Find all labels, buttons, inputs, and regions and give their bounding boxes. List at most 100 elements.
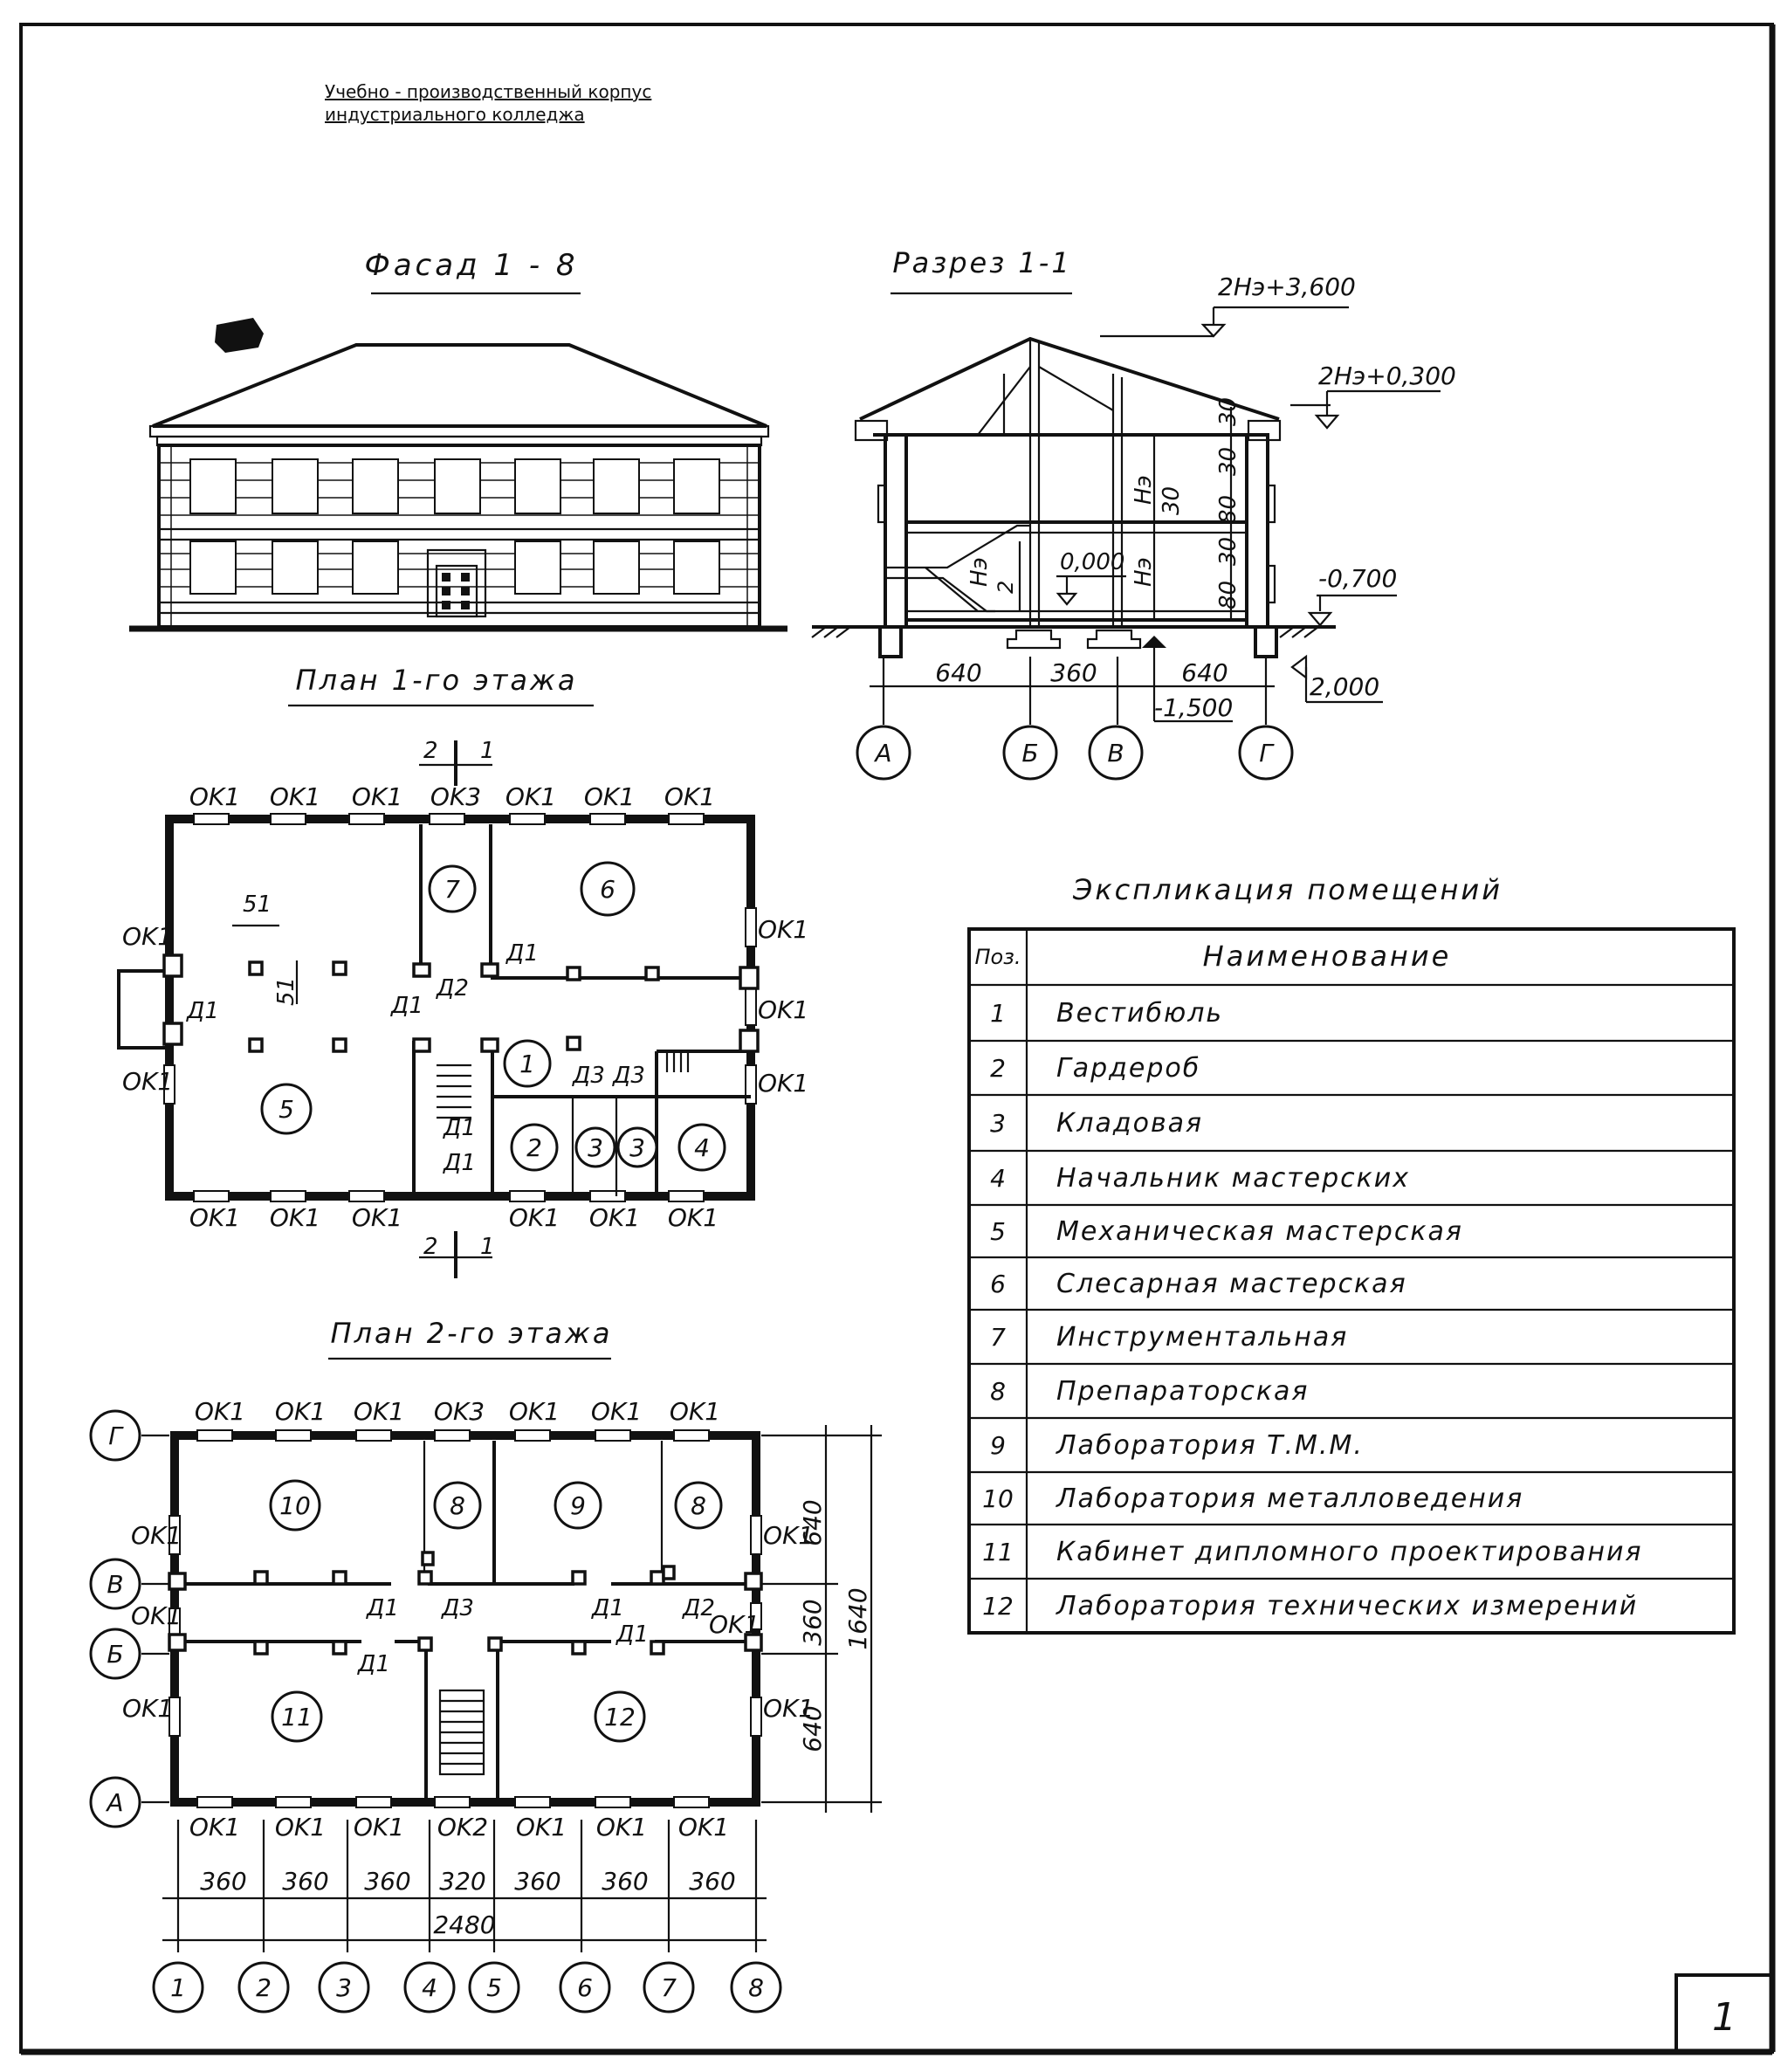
elev-ridge: 2Hэ+3,600: [1218, 272, 1356, 301]
section-axis-b: [1002, 725, 1058, 781]
explication-row-pos: 6: [990, 1270, 1006, 1298]
plan2-axis-4: [403, 1961, 456, 2013]
section-title: Разрез 1-1: [892, 246, 1071, 279]
explication-table: Экспликация помещений Поз. Наименование …: [967, 873, 1736, 1635]
svg-text:30: 30: [1159, 486, 1185, 515]
svg-text:30: 30: [1215, 397, 1241, 426]
plan2-axis-8: [730, 1961, 782, 2013]
svg-text:OK1: OK1: [354, 1397, 404, 1426]
facade-view: Фасад 1 - 8: [129, 248, 787, 632]
svg-text:1: 1: [480, 738, 495, 764]
explication-row-pos: 11: [982, 1538, 1014, 1566]
svg-text:OK1: OK1: [596, 1813, 647, 1841]
svg-text:5: 5: [486, 1973, 502, 2002]
elev-ground: -0,700: [1318, 564, 1397, 593]
svg-text:360: 360: [200, 1867, 246, 1896]
svg-text:OK1: OK1: [668, 1203, 719, 1232]
svg-text:Hэ: Hэ: [1131, 557, 1157, 587]
svg-text:OK1: OK1: [758, 1069, 808, 1098]
explication-row-pos: 9: [990, 1431, 1006, 1460]
explication-row-name: Слесарная мастерская: [1056, 1269, 1407, 1299]
svg-text:1: 1: [170, 1973, 186, 2002]
svg-text:Д1: Д1: [366, 1595, 399, 1621]
plan2-axis-b: [89, 1628, 141, 1680]
svg-text:8: 8: [691, 1491, 706, 1520]
svg-text:2: 2: [994, 581, 1018, 594]
svg-text:5: 5: [279, 1095, 294, 1124]
svg-text:Hэ: Hэ: [1131, 475, 1157, 505]
elev-floor: 0,000: [1060, 549, 1124, 575]
svg-text:360: 360: [602, 1867, 648, 1896]
svg-text:В: В: [1107, 739, 1124, 768]
plan2-title: План 2-го этажа: [331, 1317, 613, 1350]
svg-text:2: 2: [423, 738, 438, 764]
explication-row-name: Препараторская: [1056, 1376, 1309, 1407]
plan2-axis-a: [89, 1776, 141, 1828]
svg-text:80: 80: [1215, 495, 1241, 524]
svg-text:360: 360: [364, 1867, 410, 1896]
svg-text:Д1: Д1: [505, 940, 539, 967]
section-axis-g: [1238, 725, 1294, 781]
svg-text:OK1: OK1: [189, 1813, 240, 1841]
svg-text:30: 30: [1215, 447, 1241, 476]
svg-text:80: 80: [1215, 581, 1241, 609]
svg-text:OK1: OK1: [509, 1397, 560, 1426]
svg-text:Г: Г: [108, 1421, 124, 1450]
svg-text:OK1: OK1: [509, 1203, 560, 1232]
svg-text:OK1: OK1: [758, 995, 808, 1024]
svg-text:В: В: [107, 1570, 123, 1599]
svg-text:OK1: OK1: [195, 1397, 245, 1426]
svg-text:Б: Б: [107, 1640, 123, 1669]
svg-text:4: 4: [422, 1973, 437, 2002]
section-axis-v: [1088, 725, 1144, 781]
svg-text:Д1: Д1: [443, 1150, 476, 1176]
explication-row-name: Гардероб: [1056, 1053, 1200, 1084]
svg-text:4: 4: [694, 1133, 710, 1162]
sheet-number-box: [1675, 1973, 1774, 2054]
section-view: Разрез 1-1 2Hэ+3,600 2Hэ+0,300: [811, 246, 1456, 781]
section-axis-a: [856, 725, 911, 781]
svg-text:OK1: OK1: [670, 1397, 720, 1426]
svg-text:Д1: Д1: [357, 1651, 390, 1677]
svg-text:640: 640: [798, 1499, 827, 1545]
svg-text:OK1: OK1: [678, 1813, 729, 1841]
svg-text:OK1: OK1: [189, 782, 240, 811]
explication-row-pos: 5: [990, 1217, 1006, 1246]
elev-footing: -1,500: [1154, 693, 1233, 722]
svg-text:6: 6: [600, 875, 615, 904]
svg-text:Д3: Д3: [612, 1063, 645, 1089]
explication-row-pos: 8: [990, 1377, 1006, 1406]
svg-text:OK1: OK1: [709, 1610, 760, 1639]
explication-row-name: Кладовая: [1056, 1108, 1203, 1139]
svg-text:360: 360: [798, 1599, 827, 1645]
explication-row-name: Механическая мастерская: [1056, 1216, 1463, 1247]
svg-text:OK2: OK2: [437, 1813, 488, 1841]
explication-row-pos: 3: [990, 1109, 1006, 1138]
svg-text:OK1: OK1: [122, 922, 173, 951]
svg-text:А: А: [873, 739, 891, 768]
svg-text:OK1: OK1: [270, 1203, 320, 1232]
plan1-title: План 1-го этажа: [296, 664, 578, 697]
svg-text:2480: 2480: [433, 1910, 495, 1939]
plan2-axis-5: [468, 1961, 520, 2013]
svg-text:1: 1: [480, 1234, 495, 1260]
svg-text:Д1: Д1: [443, 1115, 476, 1141]
svg-text:OK1: OK1: [354, 1813, 404, 1841]
svg-text:OK1: OK1: [189, 1203, 240, 1232]
svg-text:8: 8: [450, 1491, 465, 1520]
svg-text:360: 360: [514, 1867, 560, 1896]
svg-text:OK3: OK3: [430, 782, 481, 811]
svg-text:Д3: Д3: [441, 1595, 474, 1621]
explication-row-pos: 10: [982, 1484, 1014, 1513]
plan2-axis-1: [152, 1961, 204, 2013]
explication-row-name: Лаборатория металловедения: [1056, 1483, 1523, 1514]
explication-row-pos: 2: [990, 1054, 1006, 1083]
header-line-2: индустриального колледжа: [325, 104, 585, 125]
col-header-pos: Поз.: [974, 945, 1021, 969]
svg-text:OK1: OK1: [270, 782, 320, 811]
svg-text:640: 640: [935, 658, 981, 687]
svg-text:Hэ: Hэ: [966, 557, 993, 587]
svg-text:OK1: OK1: [131, 1601, 182, 1630]
